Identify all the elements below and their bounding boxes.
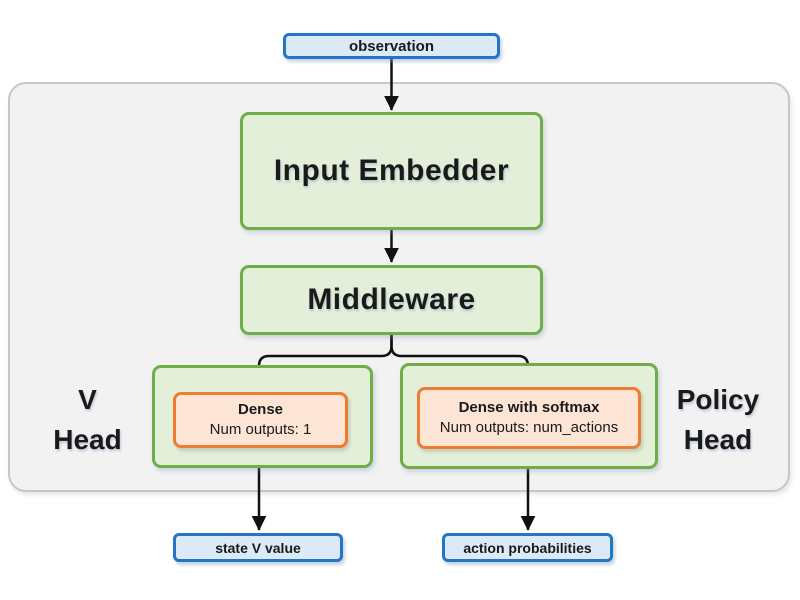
input-embedder-label: Input Embedder: [273, 154, 510, 187]
v-head-label-line1: V: [78, 384, 97, 415]
v-dense-subtitle: Num outputs: 1: [209, 421, 312, 438]
state-v-value-node: state V value: [173, 533, 343, 562]
policy-dense-title: Dense with softmax: [458, 398, 600, 416]
policy-head-label-line2: Head: [683, 424, 753, 455]
v-head-label: V Head: [25, 380, 150, 460]
observation-label: observation: [348, 37, 435, 55]
observation-node: observation: [283, 33, 500, 59]
action-probabilities-node: action probabilities: [442, 533, 613, 562]
v-dense-title: Dense: [237, 400, 284, 418]
v-head-label-line2: Head: [53, 424, 122, 455]
state-v-value-label: state V value: [215, 539, 301, 556]
middleware-node: Middleware: [240, 265, 543, 335]
action-probabilities-label: action probabilities: [463, 539, 592, 556]
input-embedder-node: Input Embedder: [240, 112, 543, 230]
policy-head-label: Policy Head: [653, 380, 783, 460]
middleware-label: Middleware: [307, 283, 476, 316]
policy-dense-node: Dense with softmax Num outputs: num_acti…: [417, 387, 641, 449]
policy-dense-subtitle: Num outputs: num_actions: [439, 419, 619, 436]
policy-head-label-line1: Policy: [676, 384, 760, 415]
v-dense-node: Dense Num outputs: 1: [173, 392, 348, 448]
